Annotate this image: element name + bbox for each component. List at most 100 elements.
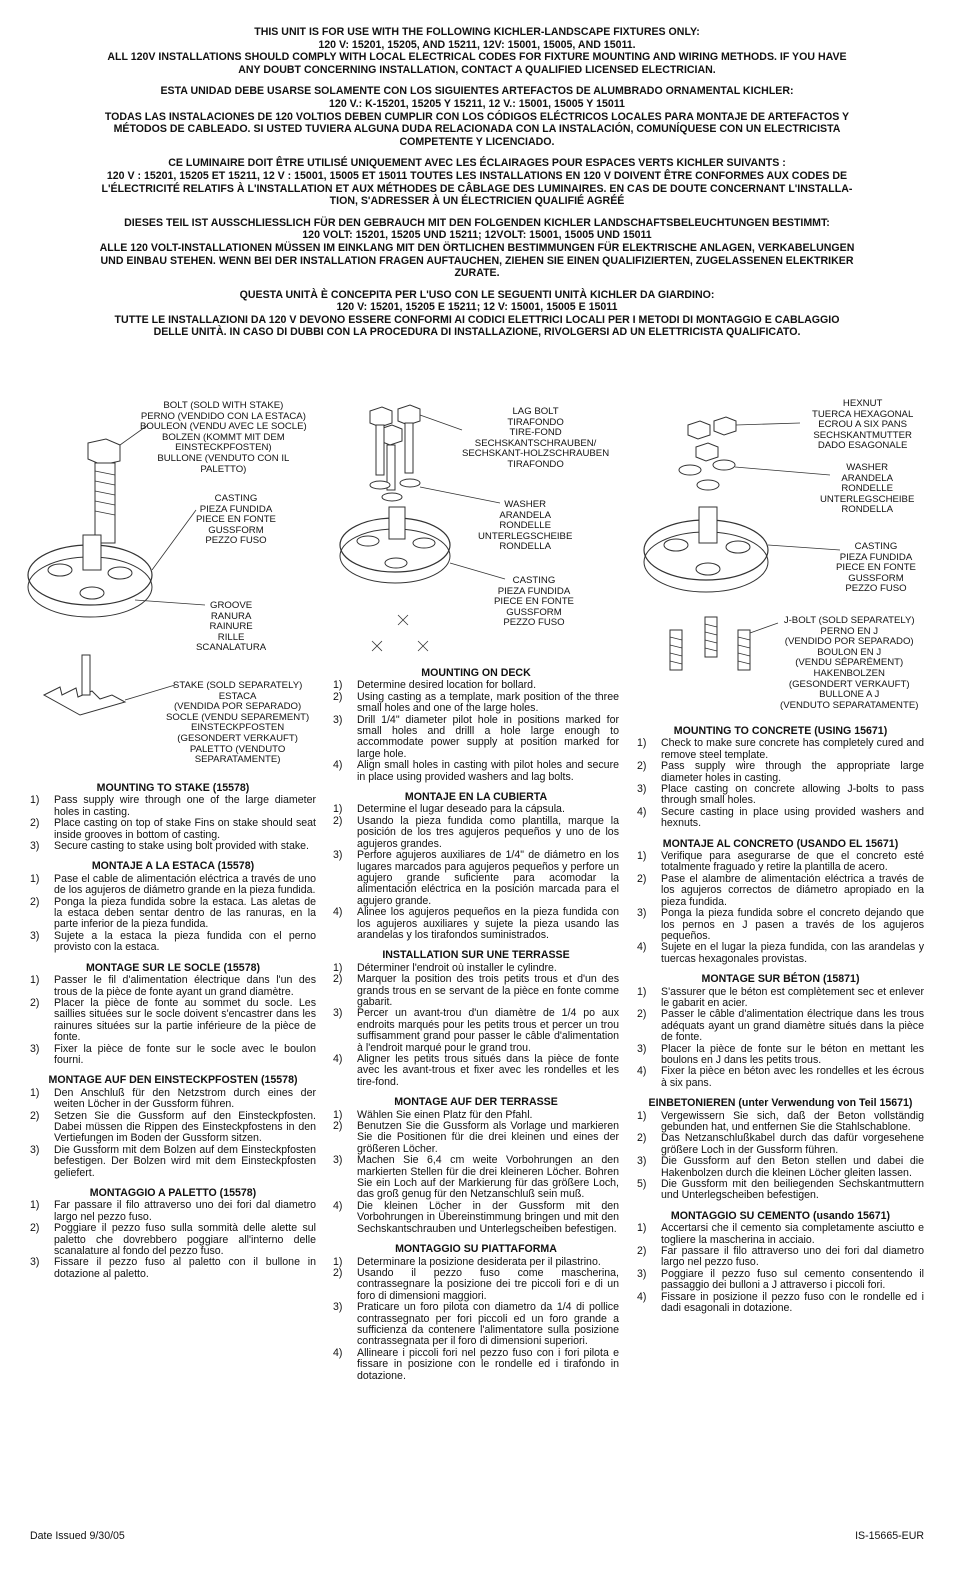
list-item: 1)Far passare il filo attraverso uno dei… bbox=[30, 1199, 316, 1223]
list-item: 4)Fixer la pièce en béton avec les ronde… bbox=[637, 1065, 924, 1089]
warning-spanish: ESTA UNIDAD DEBE USARSE SOLAMENTE CON LO… bbox=[104, 85, 850, 148]
section-montaggio-a-paletto: MONTAGGIO A PALETTO (15578) 1)Far passar… bbox=[30, 1187, 316, 1280]
list-item: 3)Placer la pièce de fonte sur le béton … bbox=[637, 1042, 924, 1066]
list-item: 3)Fissare il pezzo fuso al paletto con i… bbox=[30, 1256, 316, 1280]
label-j-bolt: J-BOLT (SOLD SEPARATELY)PERNO EN J(VENDI… bbox=[780, 615, 919, 711]
section-montaggio-su-cemento: MONTAGGIO SU CEMENTO (usando 15671) 1)Ac… bbox=[637, 1209, 924, 1315]
list-item: 4)Sujete en el lugar la pieza fundida, c… bbox=[637, 941, 924, 965]
list-item: 3)Drill 1/4" diameter pilot hole in posi… bbox=[333, 713, 619, 760]
warning-german: DIESES TEIL IST AUSSCHLIESSLICH FÜR DEN … bbox=[99, 216, 855, 280]
list-item: 4)Secure casting in place using provided… bbox=[637, 805, 924, 830]
list-item: 4)Fissare in posizione il pezzo fuso con… bbox=[637, 1290, 924, 1315]
header-warnings: THIS UNIT IS FOR USE WITH THE FOLLOWING … bbox=[20, 26, 934, 339]
list-item: 3)Die Gussform auf den Beton stellen und… bbox=[637, 1155, 924, 1179]
section-installation-sur-une-terrasse: INSTALLATION SUR UNE TERRASSE 1)Détermin… bbox=[333, 949, 619, 1088]
list-item: 1)Wählen Sie einen Platz für den Pfahl. bbox=[333, 1108, 533, 1121]
list-item: 2)Marquer la position des trois petits t… bbox=[333, 973, 619, 1008]
list-item: 2)Using casting as a template, mark posi… bbox=[333, 690, 619, 715]
list-item: 3)Ponga la pieza fundida sobre el concre… bbox=[637, 907, 924, 942]
section-mounting-to-stake: MOUNTING TO STAKE (15578) 1)Pass supply … bbox=[30, 782, 316, 853]
section-mounting-on-deck: MOUNTING ON DECK 1)Determine desired loc… bbox=[333, 667, 619, 783]
section-montage-sur-le-socle: MONTAGE SUR LE SOCLE (15578) 1)Passer le… bbox=[30, 961, 316, 1066]
section-montaje-a-la-estaca: MONTAJE A LA ESTACA (15578) 1)Pase el ca… bbox=[30, 860, 316, 954]
bolt-icon bbox=[87, 438, 121, 466]
list-item: 1)Passer le fil d'alimentation électriqu… bbox=[30, 974, 316, 998]
label-stake: STAKE (SOLD SEPARATELY)ESTACA(VENDIDA PO… bbox=[166, 680, 310, 766]
list-item: 1)Accertarsi che il cemento sia completa… bbox=[637, 1222, 924, 1246]
warning-english: THIS UNIT IS FOR USE WITH THE FOLLOWING … bbox=[107, 26, 847, 76]
diagram-illustrations bbox=[27, 404, 841, 716]
list-item: 1)Determine el lugar deseado para la cáp… bbox=[333, 803, 565, 816]
list-item: 4)Aligner les petits trous situés dans l… bbox=[333, 1053, 619, 1088]
section-montage-sur-beton: MONTAGE SUR BÉTON (15871) 1)S'assurer qu… bbox=[637, 973, 924, 1089]
list-item: 3)Place casting on concrete allowing J-b… bbox=[637, 783, 924, 807]
section-montaje-en-la-cubierta: MONTAJE EN LA CUBIERTA 1)Determine el lu… bbox=[333, 791, 619, 941]
list-item: 3)Secure casting to stake using bolt pro… bbox=[30, 840, 309, 853]
warning-french: CE LUMINAIRE DOIT ÊTRE UTILISÉ UNIQUEMEN… bbox=[101, 157, 853, 208]
section-montaje-al-concreto: MONTAJE AL CONCRETO (USANDO EL 15671) 1)… bbox=[637, 837, 924, 965]
section-einbetonieren: EINBETONIEREN (unter Verwendung von Teil… bbox=[637, 1097, 924, 1202]
list-item: 1)Determine desired location for bollard… bbox=[333, 679, 537, 692]
list-item: 1)S'assurer que le béton est complètemen… bbox=[637, 985, 924, 1009]
washer-icon bbox=[369, 480, 391, 490]
list-item: 2)Pase el alambre de alimentación eléctr… bbox=[637, 872, 924, 908]
document-code: IS-15665-EUR bbox=[855, 1530, 924, 1542]
section-mounting-to-concrete: MOUNTING TO CONCRETE (USING 15671) 1)Che… bbox=[637, 725, 924, 830]
list-item: 1)Den Anschluß für den Netzstrom durch e… bbox=[30, 1086, 316, 1111]
j-bolt-icon bbox=[669, 616, 751, 671]
list-item: 3)Praticare un foro pilota con diametro … bbox=[333, 1301, 619, 1348]
list-item: 3)Machen Sie 6,4 cm weite Vorbohrungen a… bbox=[333, 1154, 619, 1201]
list-item: 2)Usando la pieza fundida como plantilla… bbox=[333, 814, 619, 850]
list-item: 2)Placer la pièce de fonte au sommet du … bbox=[30, 996, 316, 1044]
list-item: 2)Far passare il filo attraverso uno dei… bbox=[637, 1245, 924, 1269]
section-montaggio-su-piattaforma: MONTAGGIO SU PIATTAFORMA 1)Determinare l… bbox=[333, 1243, 619, 1382]
stake-icon bbox=[42, 686, 127, 716]
list-item: 3)Percer un avant-trou d'un diamètre de … bbox=[333, 1007, 619, 1054]
list-item: 4)Align small holes in casting with pilo… bbox=[333, 759, 619, 783]
lag-bolt-icon bbox=[369, 406, 393, 428]
list-item: 1)Check to make sure concrete has comple… bbox=[637, 737, 924, 761]
list-item: 4)Die kleinen Löcher in der Gussform mit… bbox=[333, 1199, 619, 1235]
list-item: 2)Poggiare il pezzo fuso sulla sommità d… bbox=[30, 1222, 316, 1258]
list-item: 2)Usando il pezzo fuso come mascherina, … bbox=[333, 1266, 619, 1302]
list-item: 4)Allineare i piccoli fori nel pezzo fus… bbox=[333, 1346, 619, 1382]
warning-italian: QUESTA UNITÀ È CONCEPITA PER L'USO CON L… bbox=[114, 288, 840, 339]
column-deck: MOUNTING ON DECK 1)Determine desired loc… bbox=[333, 667, 619, 1391]
list-item: 3)Poggiare il pezzo fuso sul cemento con… bbox=[637, 1267, 924, 1292]
list-item: 1)Pass supply wire through one of the la… bbox=[30, 794, 316, 818]
list-item: 3)Sujete a la estaca la pieza fundida co… bbox=[30, 929, 316, 954]
list-item: 2)Das Netzanschlußkabel durch das dafür … bbox=[637, 1132, 924, 1156]
list-item: 1)Verifique para asegurarse de que el co… bbox=[637, 850, 924, 874]
concrete-diagram bbox=[643, 416, 841, 671]
column-stake: MOUNTING TO STAKE (15578) 1)Pass supply … bbox=[30, 782, 316, 1289]
list-item: 2)Ponga la pieza fundida sobre la estaca… bbox=[30, 895, 316, 931]
list-item: 2)Benutzen Sie die Gussform als Vorlage … bbox=[333, 1120, 619, 1155]
stake-diagram bbox=[27, 424, 206, 716]
list-item: 2)Passer le câble d'alimentation électri… bbox=[637, 1008, 924, 1044]
list-item: 1)Vergewissern Sie sich, daß der Beton v… bbox=[637, 1109, 924, 1133]
label-bolt: BOLT (SOLD WITH STAKE)PERNO (VENDIDO CON… bbox=[140, 400, 307, 475]
list-item: 3)Die Gussform mit dem Bolzen auf dem Ei… bbox=[30, 1143, 316, 1179]
issue-date: Date Issued 9/30/05 bbox=[30, 1530, 125, 1542]
list-item: 1)Determinare la posizione desiderata pe… bbox=[333, 1255, 601, 1268]
list-item: 4)Alinee los agujeros pequeños en la pie… bbox=[333, 906, 619, 941]
section-montage-auf-den-einsteckpfosten: MONTAGE AUF DEN EINSTECKPFOSTEN (15578) … bbox=[30, 1074, 316, 1179]
hexnut-icon bbox=[687, 420, 711, 440]
list-item: 1)Déterminer l'endroit où installer le c… bbox=[333, 961, 557, 974]
section-montage-auf-der-terrasse: MONTAGE AUF DER TERRASSE 1)Wählen Sie ei… bbox=[333, 1096, 619, 1235]
deck-diagram bbox=[339, 404, 506, 652]
list-item: 5)Die Gussform mit den beiliegenden Sech… bbox=[637, 1178, 924, 1202]
list-item: 3)Fixer la pièce de fonte sur le socle a… bbox=[30, 1042, 316, 1066]
list-item: 1)Pase el cable de alimentación eléctric… bbox=[30, 872, 316, 897]
column-concrete: MOUNTING TO CONCRETE (USING 15671) 1)Che… bbox=[637, 725, 924, 1324]
list-item: 2)Setzen Sie die Gussform auf den Einste… bbox=[30, 1109, 316, 1145]
list-item: 2)Pass supply wire through the appropria… bbox=[637, 760, 924, 784]
